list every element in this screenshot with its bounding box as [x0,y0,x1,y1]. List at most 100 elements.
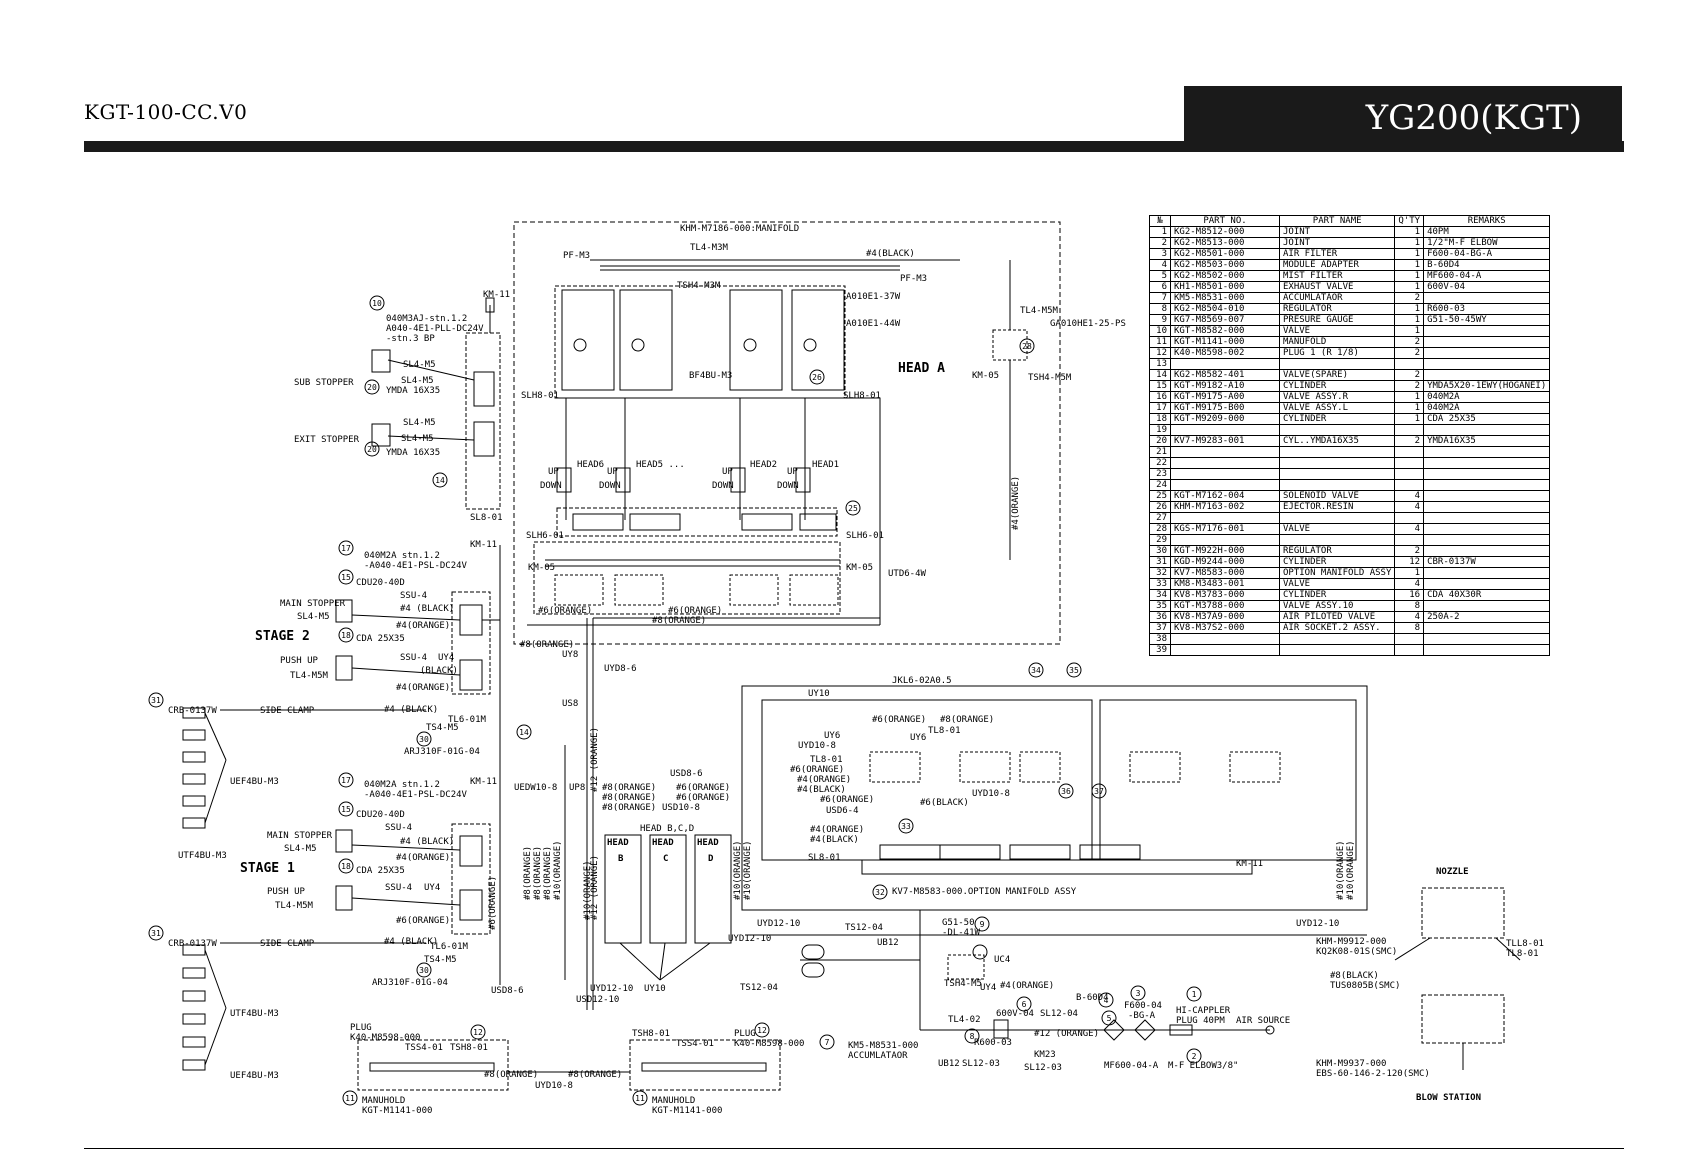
stage2-main-stopper-cyl [335,599,353,623]
label-uy10-low: UY10 [644,984,666,994]
balloon-number: 2 [1192,1052,1197,1061]
table-cell: 3 [1149,248,1171,260]
balloon-circle [342,1090,358,1106]
ejector-1 [561,289,615,391]
balloon-circle [1098,992,1114,1008]
blow-block [1421,994,1505,1044]
stage2-line-a [351,614,461,621]
table-cell: 37 [1149,622,1171,634]
label-usd10-8: USD10-8 [662,803,700,813]
label-crb-s1: CRB-0137W [168,939,217,949]
col-no: № [1149,215,1171,227]
mist-filter [1103,1019,1125,1041]
label-ub12-b: UB12 [938,1059,960,1069]
label-head2: HEAD2 [750,460,777,470]
label-km11-s2: KM-11 [470,540,497,550]
balloon-circle [1028,662,1044,678]
schematic-lines [182,221,1521,1091]
exit-stopper-line [387,435,475,441]
head-c-drop [659,942,666,981]
table-cell: K40-M8598-002 [1170,347,1280,359]
table-cell [1423,633,1551,645]
clamp-s1-fan-2 [204,1007,227,1066]
table-cell: 6 [1149,281,1171,293]
label-accum-b: ACCUMLATAOR [848,1051,908,1061]
sub-stopper-cyl [371,349,391,373]
head-b-drop [619,942,661,981]
label-uy6-a: UY6 [824,731,840,741]
label-tsh8-01-r: TSH8-01 [632,1029,670,1039]
balloon-number: 36 [1061,787,1071,796]
parts-list-header: № PART NO. PART NAME Q'TY REMARKS [1149,215,1551,227]
balloon-number: 14 [435,476,445,485]
table-cell: 1 [1394,325,1425,337]
label-ts12-04-b: TS12-04 [740,983,778,993]
label-v17-s2-a: 040M2A stn.1.2 [364,551,440,561]
label-orange4-g: #4(ORANGE) [1000,981,1054,991]
clamp-s2-fan-1 [204,712,227,761]
table-cell: CYLINDER [1278,413,1396,425]
hi-cappler [1169,1024,1193,1036]
label-orange8-m3: #8(ORANGE) [602,803,656,813]
label-valve10-c: -stn.3 BP [386,334,435,344]
label-slh6-01-right: SLH6-01 [846,531,884,541]
table-cell: KV8-M3783-000 [1170,589,1280,601]
label-orange6-s1: #6(ORANGE) [396,916,450,926]
manuhold-right-bar [641,1062,767,1072]
table-row: 21 [1149,446,1551,458]
balloon-circle [338,772,354,788]
label-sl12-03b: SL12-03 [1024,1063,1062,1073]
exhaust-valve [993,1019,1009,1039]
label-khm9937-a: KHM-M9937-000 [1316,1059,1386,1069]
air-filter [1134,1019,1156,1041]
label-crb-s2: CRB-0137W [168,706,217,716]
table-cell: 18 [1149,413,1171,425]
balloon-number: 18 [341,631,351,640]
table-cell: 34 [1149,589,1171,601]
label-orange10-r1: #10(ORANGE) [1336,840,1346,900]
label-tsh4-m5-g: TSH4-M5 [944,979,982,989]
valve-1 [554,574,604,606]
balloon-number: 5 [1107,1014,1112,1023]
balloon-number: 7 [825,1038,830,1047]
label-uc4: UC4 [994,955,1010,965]
table-cell [1423,622,1551,634]
exit-stopper-valve [473,421,495,457]
table-cell: KM5-M8531-000 [1170,292,1280,304]
table-cell: 4 [1394,523,1425,535]
table-cell: 4 [1394,611,1425,623]
label-main-stopper-s1: MAIN STOPPER [267,831,333,841]
table-cell: 13 [1149,358,1171,370]
label-orange8-v3: #8(ORANGE) [543,846,553,900]
table-cell [1423,424,1551,436]
table-cell: 250A-2 [1423,611,1551,623]
label-orange12-v2: #12 (ORANGE) [590,855,600,920]
label-uy4-s2: UY4 [438,653,454,663]
stage2-valve-a [459,604,483,636]
balloon-number: 28 [1022,342,1032,351]
table-cell: B-60D4 [1423,259,1551,271]
label-orange8-m2: #8(ORANGE) [602,793,656,803]
table-cell: VALVE ASSY.L [1278,402,1396,414]
manuhold-right [629,1039,781,1091]
label-head-word-d: HEAD [697,838,719,848]
table-cell: KGT-M922H-000 [1170,545,1280,557]
table-cell [1170,457,1280,469]
table-cell: VALVE(SPARE) [1278,369,1396,381]
label-ssu4-s2b: SSU-4 [400,653,427,663]
balloon-number: 30 [419,966,429,975]
left-valve-bank [465,332,501,510]
table-cell [1394,644,1425,656]
table-cell: KH1-M8501-000 [1170,281,1280,293]
label-utf-s1: UTF4BU-M3 [230,1009,279,1019]
table-cell: 23 [1149,468,1171,480]
balloon-circle [809,369,825,385]
